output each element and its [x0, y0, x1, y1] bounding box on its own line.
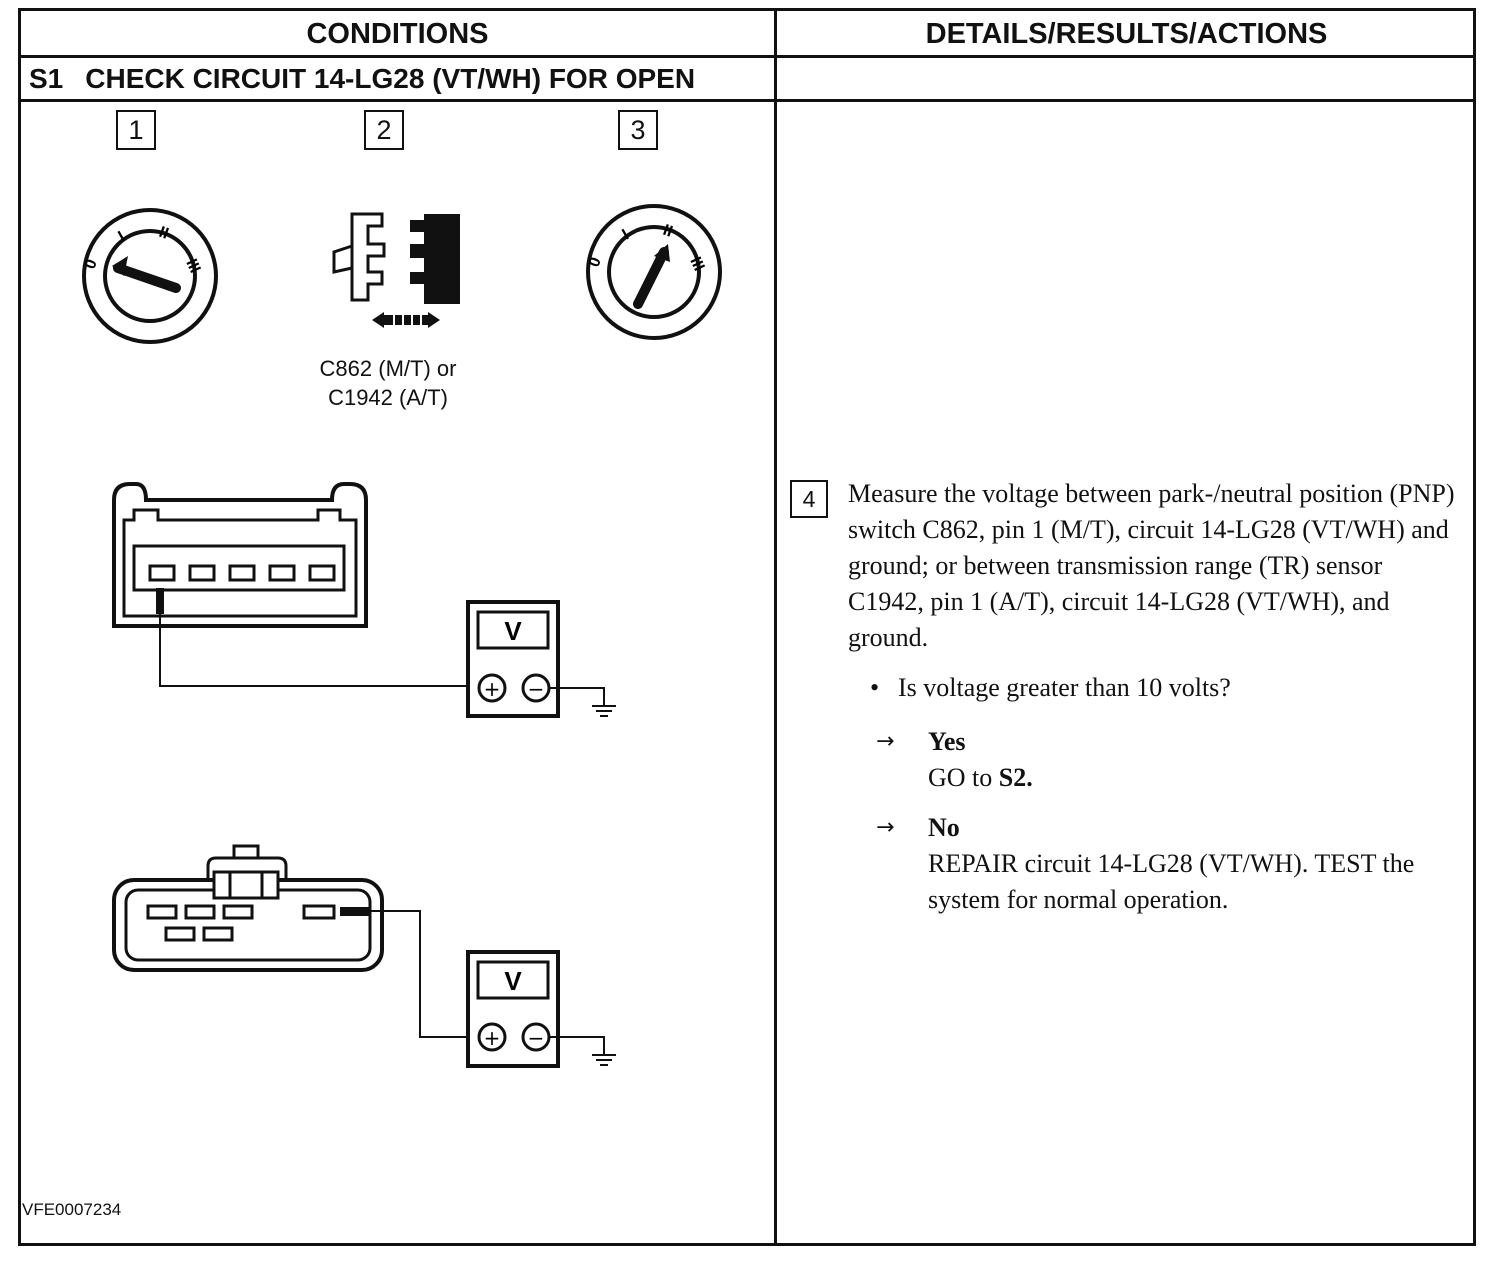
diagnostic-table: CONDITIONS DETAILS/RESULTS/ACTIONS S1 CH…	[18, 8, 1476, 1246]
result-yes-text: GO to S2.	[928, 763, 1033, 792]
condition-step-2: 2	[364, 110, 404, 150]
header-divider	[21, 55, 1473, 58]
ground-2-icon	[549, 1036, 616, 1066]
column-divider	[774, 11, 777, 1243]
figure-id: VFE0007234	[22, 1200, 122, 1219]
connector-disconnect-icon	[332, 212, 460, 328]
conditions-illustration: 0 I II III 0 I II III	[82, 204, 722, 1068]
action-question: • Is voltage greater than 10 volts?	[870, 670, 1430, 706]
ignition1-pos-3: III	[182, 257, 203, 276]
conditions-header: CONDITIONS	[306, 17, 489, 50]
ground-1-icon	[549, 687, 616, 717]
details-results-actions-header: DETAILS/RESULTS/ACTIONS	[925, 17, 1328, 50]
voltmeter-1-label: V	[504, 616, 522, 646]
result-no-label: No	[928, 813, 960, 842]
voltmeter-2-icon: V + −	[466, 950, 560, 1068]
result-no-text: REPAIR circuit 14-LG28 (VT/WH). TEST the…	[928, 849, 1415, 914]
step-title-divider	[21, 99, 1473, 102]
voltmeter-2-minus: −	[528, 1026, 545, 1050]
connector-c1942-face-icon	[112, 844, 384, 972]
goto-step-link[interactable]: S2	[998, 763, 1027, 792]
ignition-switch-off-icon: 0 I II III	[82, 208, 218, 344]
step-title: CHECK CIRCUIT 14-LG28 (VT/WH) FOR OPEN	[85, 63, 696, 94]
voltmeter-2-label: V	[504, 966, 522, 996]
connector-label: C862 (M/T) or C1942 (A/T)	[288, 354, 488, 412]
step-title-row: S1 CHECK CIRCUIT 14-LG28 (VT/WH) FOR OPE…	[29, 59, 695, 99]
arrow-right-icon: →	[876, 815, 895, 840]
question-text: Is voltage greater than 10 volts?	[898, 673, 1231, 702]
bullet-icon: •	[870, 673, 880, 702]
connector-c862-face-icon	[112, 482, 368, 628]
connector-label-line1: C862 (M/T) or	[319, 356, 457, 381]
connector-label-line2: C1942 (A/T)	[328, 385, 448, 410]
voltmeter-1-icon: V + −	[466, 600, 560, 718]
action-instruction: Measure the voltage between park-/neutra…	[848, 479, 1455, 652]
step-id: S1	[29, 63, 64, 94]
ignition3-pos-3: III	[686, 255, 707, 274]
voltmeter-2-plus: +	[484, 1026, 501, 1050]
test-lead-1	[159, 610, 470, 687]
result-yes-label: Yes	[928, 727, 966, 756]
condition-step-3: 3	[618, 110, 658, 150]
ignition-switch-run-icon: 0 I II III	[586, 204, 722, 340]
action-number: 4	[790, 480, 828, 518]
voltmeter-1-minus: −	[528, 677, 545, 701]
test-lead-2	[370, 910, 470, 1038]
voltmeter-1-plus: +	[484, 677, 501, 701]
arrow-right-icon: →	[876, 729, 895, 754]
condition-step-1: 1	[116, 110, 156, 150]
